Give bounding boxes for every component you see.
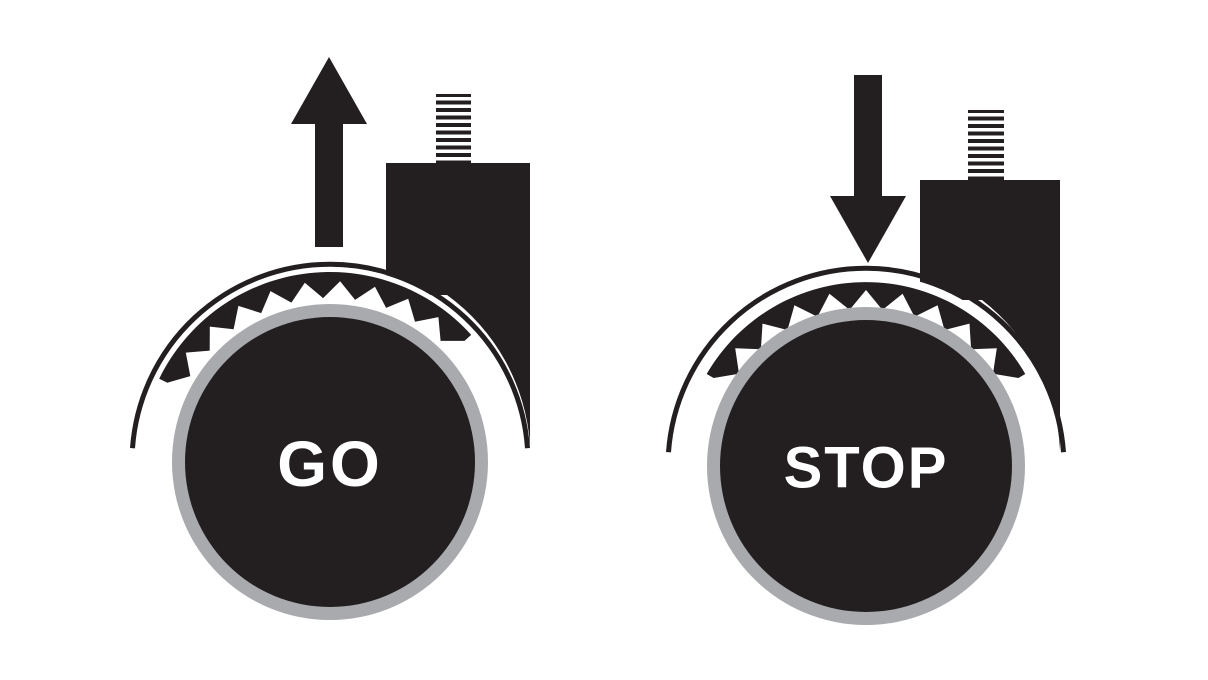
caster-housing [920,180,1060,450]
swivel-arc [130,261,530,449]
swivel-arc [666,265,1066,453]
go-wheel-figure: GO [130,57,530,620]
wheel-label: STOP [784,436,949,501]
up-arrow-icon [291,57,367,247]
wheel-tire [185,317,475,607]
wheel-tire [720,320,1012,612]
brake-teeth [159,271,472,383]
caster-housing [386,163,530,445]
wheel-label: GO [277,428,383,500]
down-arrow-icon [830,75,906,263]
stop-wheel-figure: STOP [666,75,1066,625]
brake-teeth [706,282,1026,378]
